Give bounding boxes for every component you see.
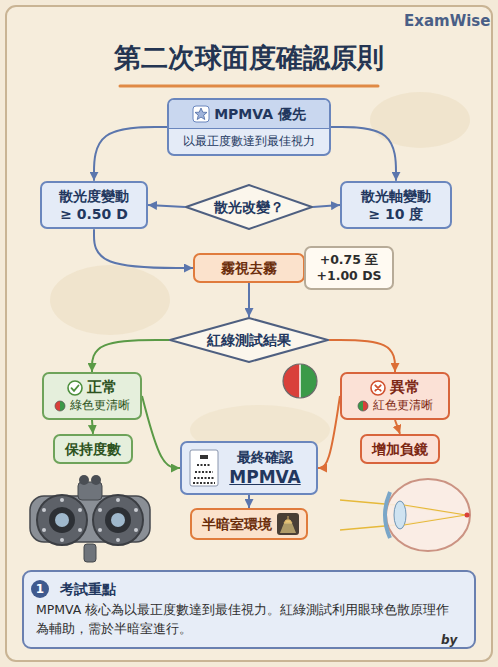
node-label: 紅綠測試結果 — [207, 331, 291, 349]
flow-arrow — [318, 396, 340, 468]
process-box: 霧視去霧 — [193, 253, 305, 283]
brand-label: ExamWise — [404, 12, 490, 30]
flow-arrow — [313, 205, 340, 207]
flow-arrow — [94, 229, 193, 268]
text-row: 最終確認 — [237, 448, 293, 466]
decision-diamond: 散光改變？ — [185, 184, 313, 230]
text-row: MPMVA — [229, 466, 300, 488]
star-icon — [192, 105, 210, 123]
text-row: 霧視去霧 — [221, 259, 277, 277]
text-row: 紅綠測試結果 — [207, 331, 291, 349]
exam-note-panel: 考試重點 MPMVA 核心為以最正度數達到最佳視力。紅綠測試利用眼球色散原理作為輔… — [22, 570, 476, 649]
text-row: 保持度數 — [65, 440, 121, 458]
node-label: MPMVA 優先 — [214, 105, 306, 123]
note-box: +0.75 至 +1.00 DS — [304, 246, 394, 291]
text-row: 散光改變？ — [214, 198, 284, 216]
node-label: 正常 — [87, 378, 117, 398]
text-row: MPMVA 優先 — [169, 100, 329, 129]
text-row: 散光軸變動 ≥ 10 度 — [356, 187, 436, 223]
node-label: +0.75 至 +1.00 DS — [316, 252, 382, 285]
cross-icon — [370, 380, 386, 396]
flow-arrow — [92, 340, 169, 372]
node-detail: 以最正度數達到最佳視力 — [183, 134, 315, 150]
phoropter-illustration — [30, 475, 150, 562]
text-row: +0.75 至 +1.00 DS — [316, 252, 382, 285]
flow-arrow — [92, 420, 93, 434]
flow-arrow — [142, 396, 180, 468]
action-box: 保持度數 — [53, 434, 133, 464]
page-frame — [6, 6, 492, 661]
flow-arrow — [248, 495, 250, 508]
text-row: 綠色更清晰 — [54, 398, 130, 414]
flow-arrow — [148, 205, 185, 207]
node-label: 保持度數 — [65, 440, 121, 458]
node-detail: 紅色更清晰 — [373, 398, 433, 414]
node-detail: MPMVA — [229, 466, 300, 488]
title: 第二次球面度確認原則 — [0, 40, 498, 76]
node-label: 散光度變動 ≥ 0.50 D — [54, 187, 134, 223]
condition-box: 半暗室環境 — [190, 508, 308, 540]
color-dot-icon — [54, 400, 66, 412]
decision-diamond: 紅綠測試結果 — [169, 317, 329, 363]
process-box: 散光度變動 ≥ 0.50 D — [40, 181, 148, 229]
red-green-icon — [283, 364, 317, 398]
check-icon — [67, 380, 83, 396]
process-box: 散光軸變動 ≥ 10 度 — [340, 181, 452, 229]
eye-chart-icon — [189, 449, 219, 487]
credit-label: by — [441, 633, 457, 647]
paper-stain — [370, 92, 470, 148]
node-label: 霧視去霧 — [221, 259, 277, 277]
node-label: 散光軸變動 ≥ 10 度 — [356, 187, 436, 223]
text-row: 異常 — [370, 378, 420, 398]
node-label: 考試重點 — [60, 580, 116, 598]
flow-arrow — [329, 340, 395, 372]
text-row: 紅色更清晰 — [357, 398, 433, 414]
node-label: 異常 — [390, 378, 420, 398]
text-row: 增加負鏡 — [372, 440, 428, 458]
node-label: 散光改變？ — [214, 198, 284, 216]
eye-illustration — [340, 479, 470, 551]
title-underline — [120, 85, 378, 88]
text-row: 以最正度數達到最佳視力 — [169, 129, 329, 155]
text-row: MPMVA 核心為以最正度數達到最佳視力。紅綠測試利用眼球色散原理作為輔助，需於… — [36, 598, 462, 639]
node-label: 增加負鏡 — [372, 440, 428, 458]
flow-arrow — [331, 127, 396, 181]
priority-box: MPMVA 優先以最正度數達到最佳視力 — [167, 98, 331, 157]
flow-arrow — [395, 420, 400, 434]
node-label: 最終確認 — [237, 448, 293, 466]
text-row: 考試重點 — [36, 580, 462, 598]
text-row: 半暗室環境 — [202, 515, 272, 533]
text-row: 正常 — [67, 378, 117, 398]
paper-stain — [50, 265, 170, 335]
action-box: 增加負鏡 — [360, 434, 440, 464]
node-detail: MPMVA 核心為以最正度數達到最佳視力。紅綠測試利用眼球色散原理作為輔助，需於… — [36, 601, 462, 639]
result-box: 異常紅色更清晰 — [340, 372, 450, 420]
node-detail: 綠色更清晰 — [70, 398, 130, 414]
result-box: 正常綠色更清晰 — [42, 372, 142, 420]
node-label: 半暗室環境 — [202, 515, 272, 533]
color-dot-icon — [357, 400, 369, 412]
flow-arrow — [94, 127, 167, 181]
final-box: 最終確認MPMVA — [180, 441, 318, 495]
callout-number: 1 — [31, 580, 49, 598]
lamp-icon — [276, 512, 300, 536]
text-row: 散光度變動 ≥ 0.50 D — [54, 187, 134, 223]
flow-arrow — [248, 283, 250, 317]
